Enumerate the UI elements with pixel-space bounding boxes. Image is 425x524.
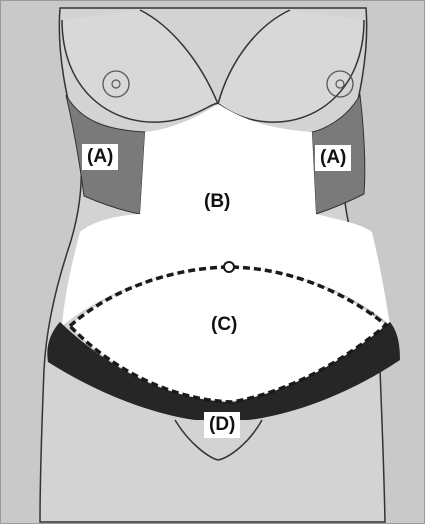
zone-b-label: (B) bbox=[199, 189, 235, 215]
zone-a-left-label: (A) bbox=[82, 144, 118, 170]
umbilicus-marker bbox=[224, 262, 234, 272]
zone-a-right-label: (A) bbox=[315, 145, 351, 171]
zone-d-label: (D) bbox=[204, 412, 240, 438]
zone-c-label: (C) bbox=[206, 312, 242, 338]
